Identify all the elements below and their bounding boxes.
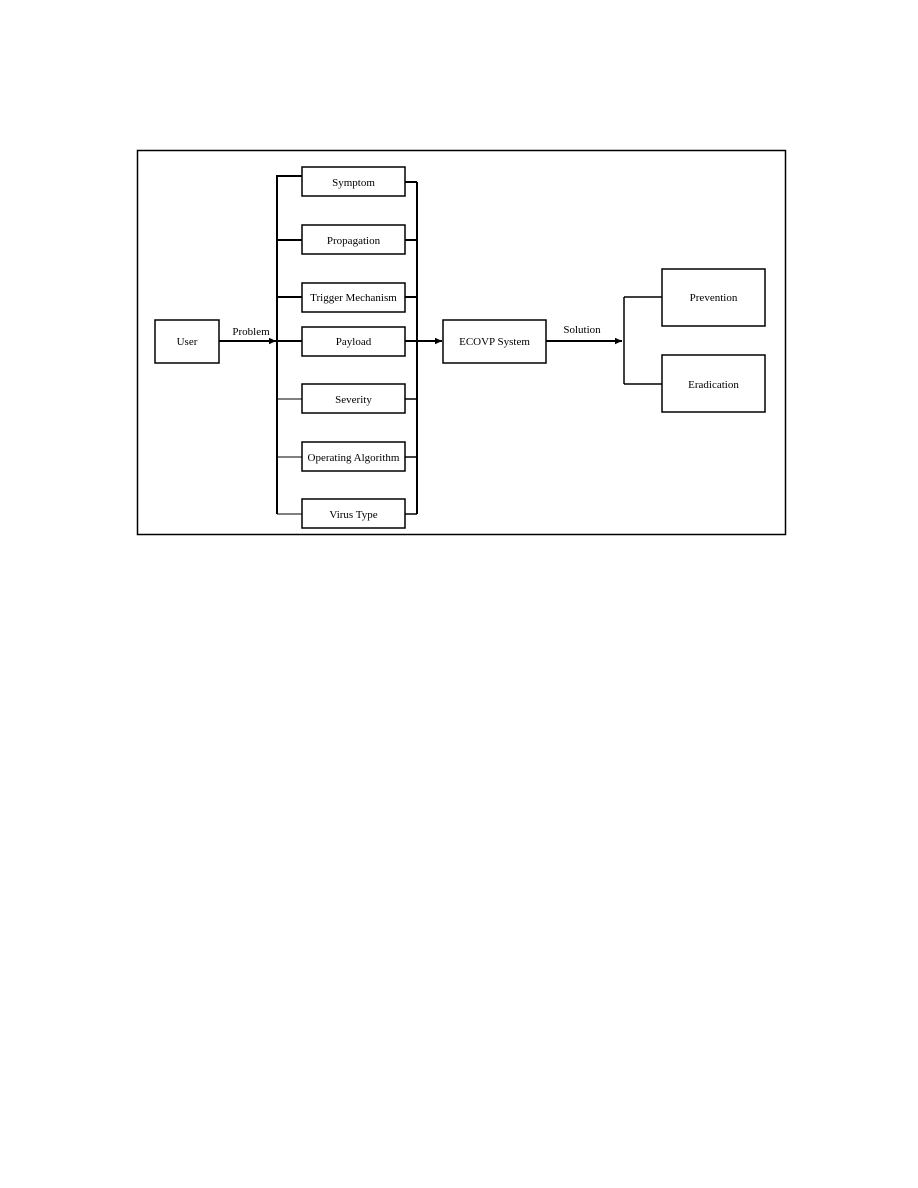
- problem-label: Problem: [232, 326, 270, 338]
- attribute-label: Operating Algorithm: [308, 452, 400, 464]
- output-label: Eradication: [688, 379, 739, 391]
- output-label: Prevention: [690, 292, 738, 304]
- solution-label: Solution: [563, 324, 601, 336]
- attribute-symptom: Symptom: [301, 166, 406, 197]
- output-eradication: Eradication: [661, 354, 766, 413]
- attribute-label: Severity: [335, 394, 372, 406]
- ecovp-system-label: ECOVP System: [459, 336, 530, 348]
- attribute-label: Virus Type: [329, 509, 377, 521]
- attribute-propagation: Propagation: [301, 224, 406, 255]
- attribute-label: Propagation: [327, 235, 381, 247]
- attribute-virus-type: Virus Type: [301, 498, 406, 529]
- user-node: User: [154, 319, 220, 364]
- attribute-label: Payload: [336, 336, 372, 348]
- output-prevention: Prevention: [661, 268, 766, 327]
- attribute-payload: Payload: [301, 326, 406, 357]
- attribute-trigger-mechanism: Trigger Mechanism: [301, 282, 406, 313]
- attribute-label: Symptom: [332, 177, 375, 189]
- attribute-label: Trigger Mechanism: [310, 292, 397, 304]
- ecovp-system-node: ECOVP System: [442, 319, 547, 364]
- user-label: User: [177, 336, 198, 348]
- diagram-frame: [136, 149, 787, 536]
- attribute-severity: Severity: [301, 383, 406, 414]
- attribute-operating-algorithm: Operating Algorithm: [301, 441, 406, 472]
